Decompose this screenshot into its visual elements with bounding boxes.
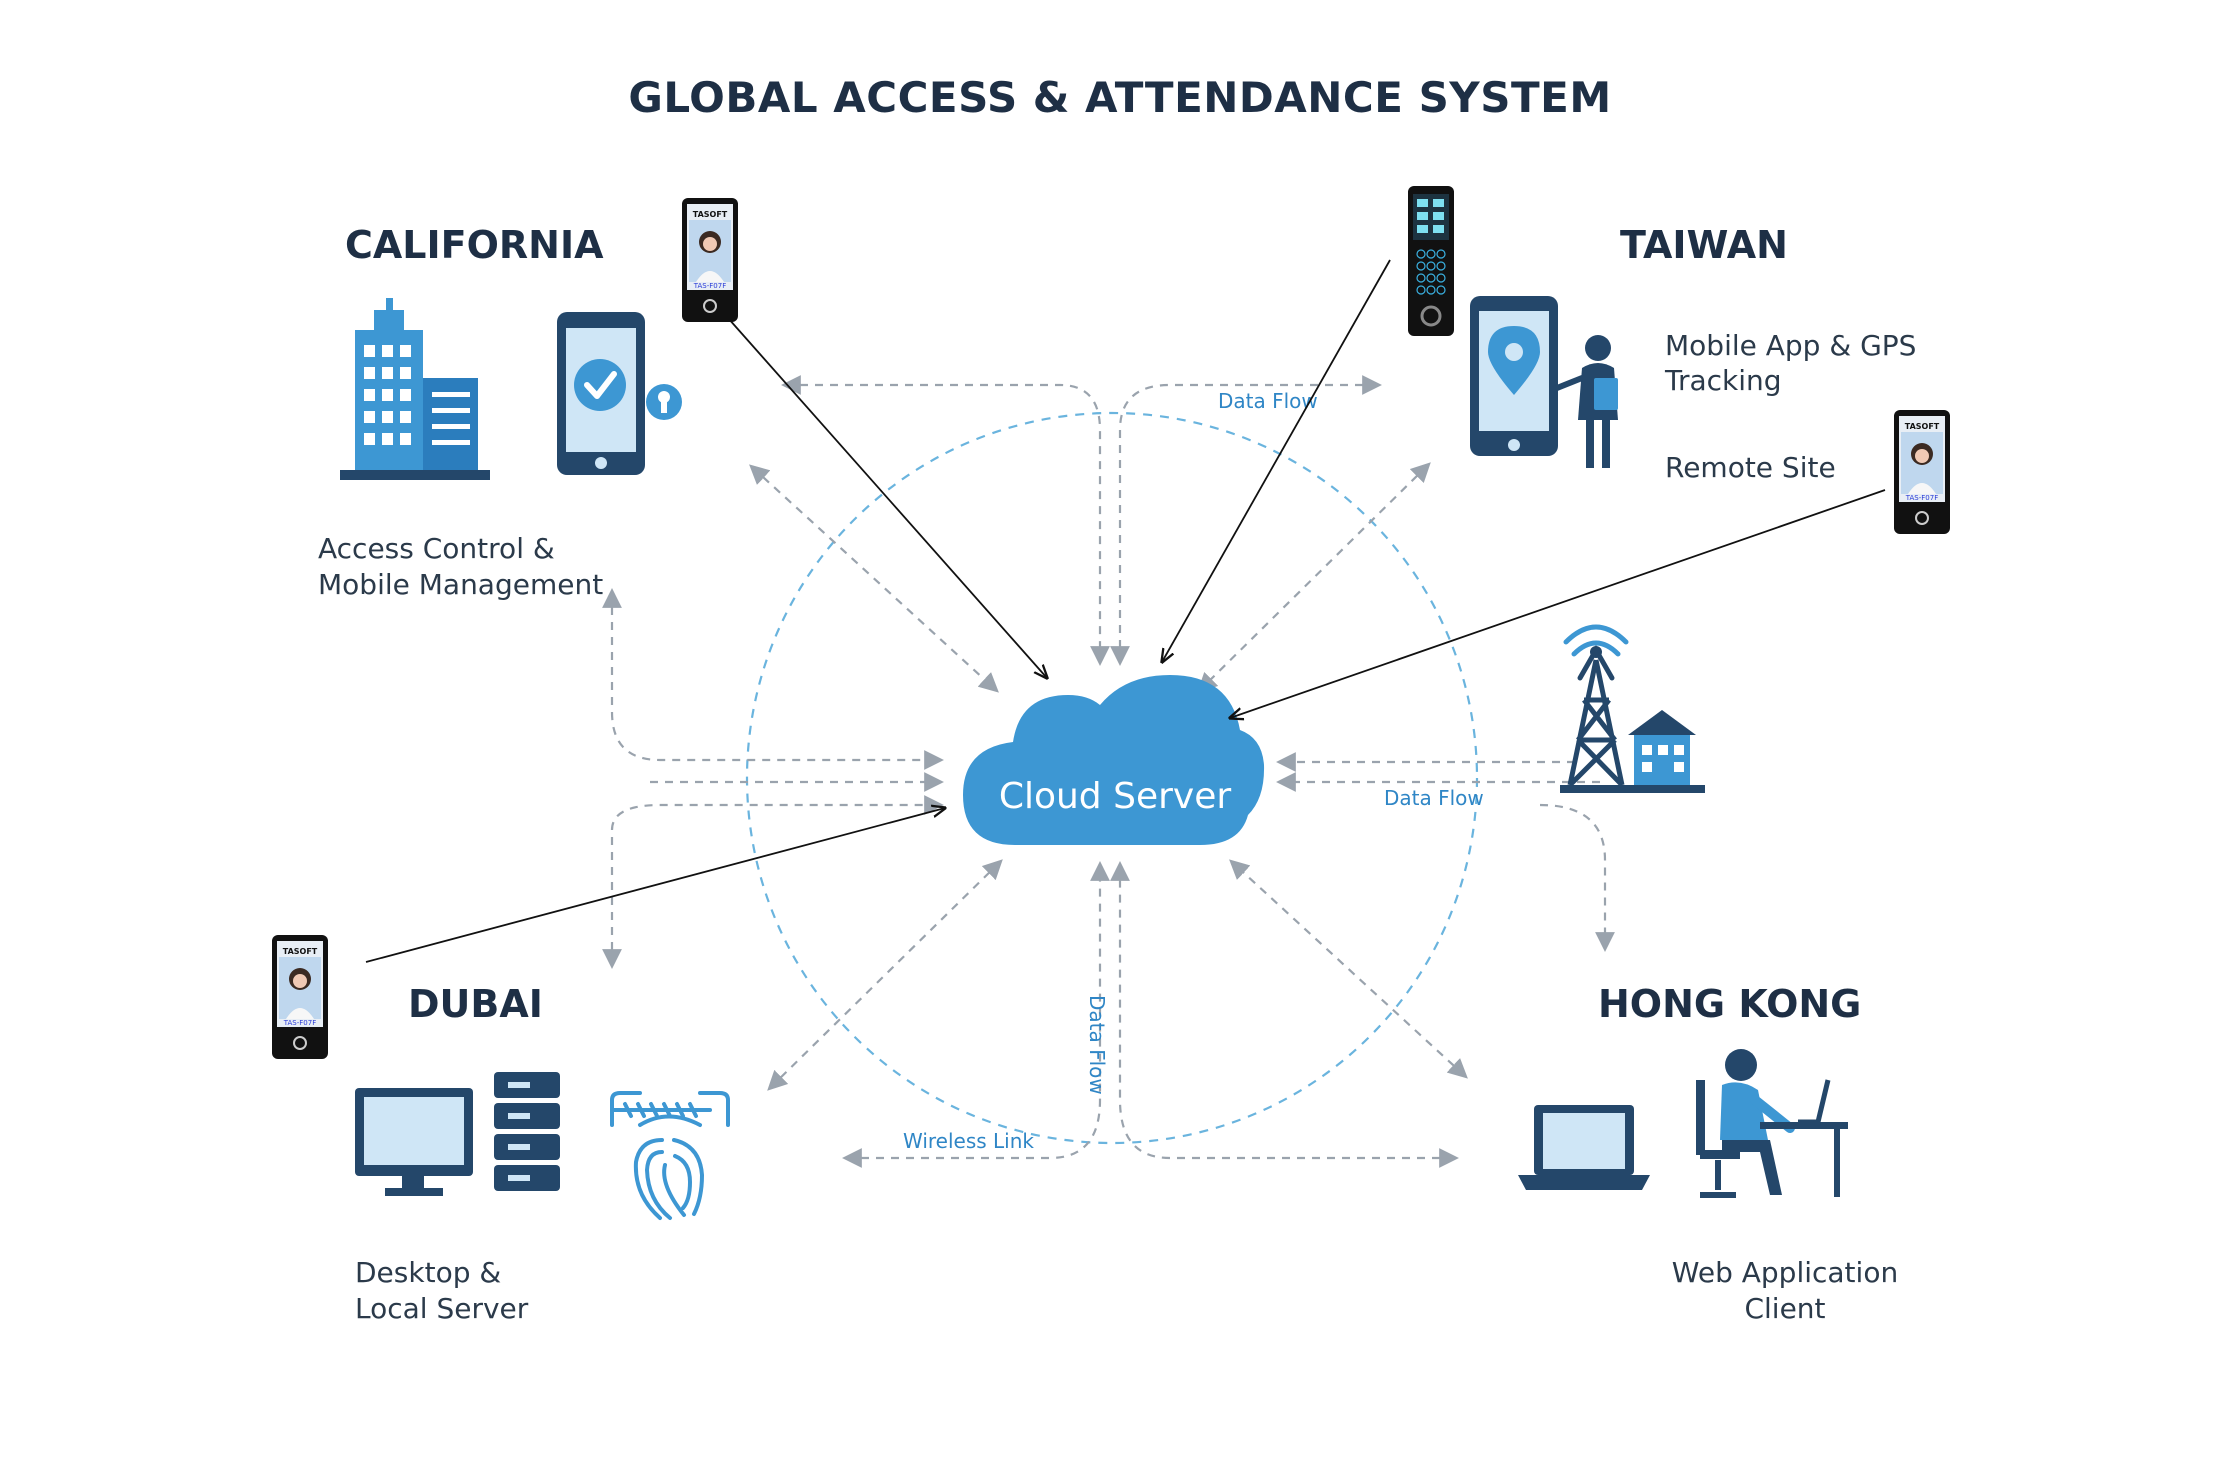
region-desc-hongkong-1: Web Application [1672,1256,1898,1289]
flow-label-bottom: Data Flow [1085,995,1109,1095]
region-title-dubai: DUBAI [408,982,543,1026]
house-icon [1560,710,1705,793]
region-desc-dubai-2: Local Server [355,1292,529,1325]
flow-label-bottom-left: Wireless Link [903,1129,1034,1153]
smartphone-check-icon [557,312,682,475]
region-desc-taiwan-2: Tracking [1664,364,1782,397]
region-title-hongkong: HONG KONG [1598,982,1861,1026]
phone-location-icon [1470,296,1558,456]
face-terminal-dubai: TASOFT TAS-F07F [272,935,328,1059]
remote-site-label: Remote Site [1665,451,1836,484]
terminal-brand-label: TASOFT [283,947,318,956]
terminal-model-label: TAS-F07F [693,282,726,290]
region-title-california: CALIFORNIA [345,223,604,267]
server-rack-icon [494,1072,560,1191]
flow-label-right: Data Flow [1384,786,1484,810]
region-dubai: DUBAI De [355,982,730,1325]
fingerprint-scanner-icon [610,1091,730,1220]
flow-label-top: Data Flow [1218,389,1318,413]
face-terminal-remote: TASOFT TAS-F07F [1894,410,1950,534]
region-desc-hongkong-2: Client [1744,1292,1825,1325]
person-at-desk-icon [1696,1049,1848,1198]
person-with-tablet-icon [1549,335,1618,468]
office-building-icon [340,298,490,480]
data-flow-arrows [602,375,1615,1168]
laptop-icon [1518,1105,1650,1190]
device-connectors [365,259,1886,963]
terminal-model-label: TAS-F07F [283,1019,316,1027]
cloud-server-label: Cloud Server [999,776,1232,817]
region-title-taiwan: TAIWAN [1620,223,1788,267]
terminal-brand-label: TASOFT [1905,422,1940,431]
region-desc-dubai-1: Desktop & [355,1256,501,1289]
region-desc-california-1: Access Control & [318,532,555,565]
terminal-model-label: TAS-F07F [1905,494,1938,502]
region-california: CALIFORNIA [318,223,682,601]
cell-tower-icon [1563,624,1629,787]
region-taiwan: TAIWAN Mobile App & GPS Tracking Remote … [1470,223,1916,484]
region-hongkong: HONG KONG Web Application Client [1518,982,1898,1325]
terminal-brand-label: TASOFT [693,210,728,219]
page-title: GLOBAL ACCESS & ATTENDANCE SYSTEM [628,73,1611,122]
region-desc-california-2: Mobile Management [318,568,603,601]
desktop-monitor-icon [355,1088,473,1196]
region-desc-taiwan-1: Mobile App & GPS [1665,329,1916,362]
cloud-server: Cloud Server [963,675,1265,845]
keypad-terminal-taiwan [1408,186,1454,336]
face-terminal-california: TASOFT TAS-F07F [682,198,738,322]
